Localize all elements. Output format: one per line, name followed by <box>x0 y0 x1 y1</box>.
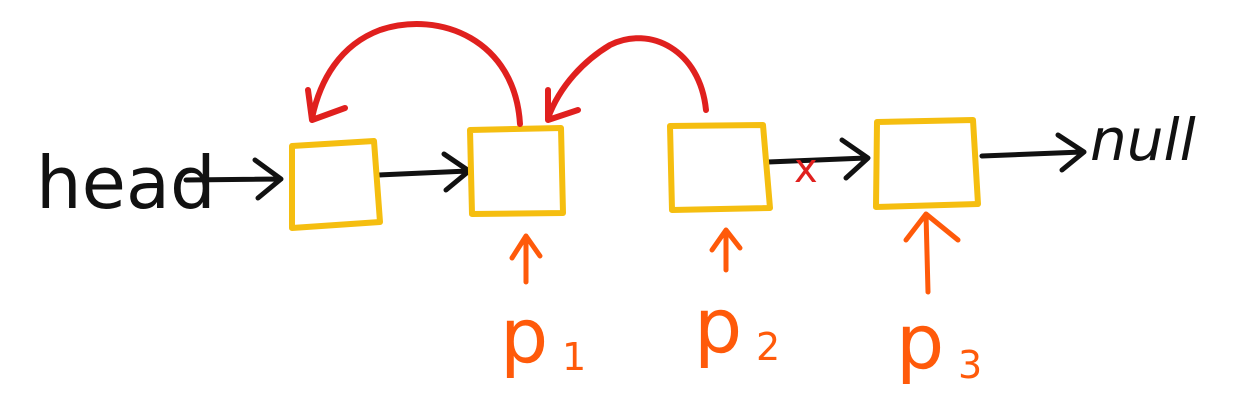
p1-subscript: 1 <box>562 335 586 379</box>
p3-pointer-arrow <box>903 211 961 295</box>
p1-pointer-arrow <box>509 233 543 285</box>
cut-mark: x <box>794 146 818 192</box>
node3-next-arrow <box>765 137 871 181</box>
head-label: head <box>36 141 216 225</box>
reverse-arrow-node2-to-node1 <box>305 21 523 127</box>
null-label: null <box>1090 106 1196 174</box>
p1-label: p <box>500 291 548 380</box>
node-1-box <box>289 138 383 231</box>
p3-label: p <box>896 297 944 386</box>
reverse-arrow-node3-to-node2 <box>545 35 709 123</box>
node4-null-arrow <box>979 132 1087 173</box>
node-4-box <box>873 117 981 210</box>
p3-subscript: 3 <box>958 343 982 387</box>
node-3-box <box>667 122 773 213</box>
p2-label: p <box>694 281 742 370</box>
p2-pointer-arrow <box>709 227 743 273</box>
p2-subscript: 2 <box>756 325 780 369</box>
node-2-box <box>467 125 566 217</box>
head-arrow <box>183 157 284 201</box>
node1-next-arrow <box>375 151 472 193</box>
